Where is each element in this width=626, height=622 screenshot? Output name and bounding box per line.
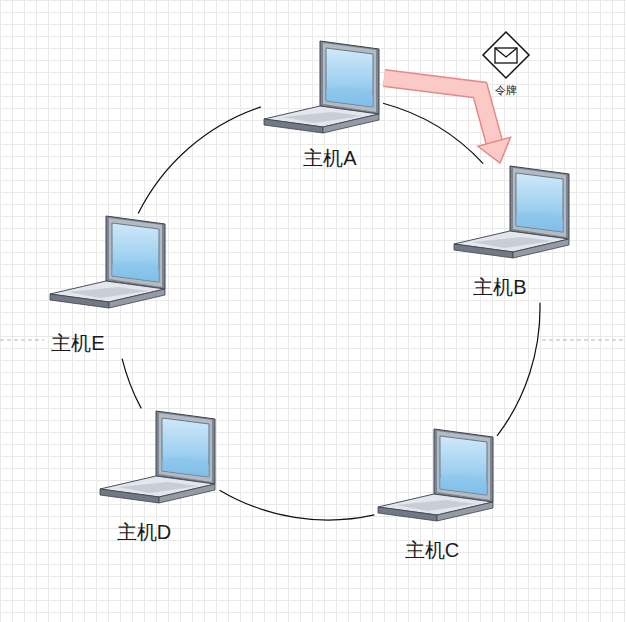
arrow-fill — [384, 78, 494, 142]
ring-segment — [383, 103, 483, 163]
ring-line — [138, 107, 261, 214]
host-node: 主机D — [98, 410, 218, 546]
ring-segment — [220, 490, 375, 520]
host-node: 主机A — [262, 40, 382, 172]
host-node: 主机C — [376, 428, 496, 564]
host-node: 主机B — [452, 165, 572, 301]
laptop-icon — [376, 428, 496, 523]
arrow-head — [478, 137, 511, 163]
laptop-icon — [48, 215, 168, 310]
ring-line — [122, 359, 141, 409]
laptop-icon — [452, 165, 572, 260]
ring-line — [220, 490, 375, 520]
ring-segment — [138, 107, 261, 214]
host-label: 主机E — [51, 332, 104, 355]
token-pass-arrow — [384, 78, 511, 163]
token-label: 令牌 — [495, 84, 517, 97]
host-label: 主机B — [473, 276, 526, 299]
host-label: 主机A — [303, 147, 356, 170]
ring-segment — [497, 303, 540, 436]
ring-line — [497, 303, 540, 436]
token-node: 令牌 — [481, 30, 531, 99]
arrow-outline — [384, 78, 494, 142]
host-label: 主机C — [405, 539, 459, 562]
guide-line — [0, 340, 44, 341]
laptop-icon — [262, 40, 382, 135]
host-label: 主机D — [117, 521, 171, 544]
token-diamond — [481, 30, 531, 80]
ring-segment — [122, 359, 141, 409]
guide-line — [542, 340, 626, 341]
host-node: 主机E — [48, 215, 168, 357]
laptop-icon — [98, 410, 218, 505]
ring-line — [383, 103, 483, 163]
